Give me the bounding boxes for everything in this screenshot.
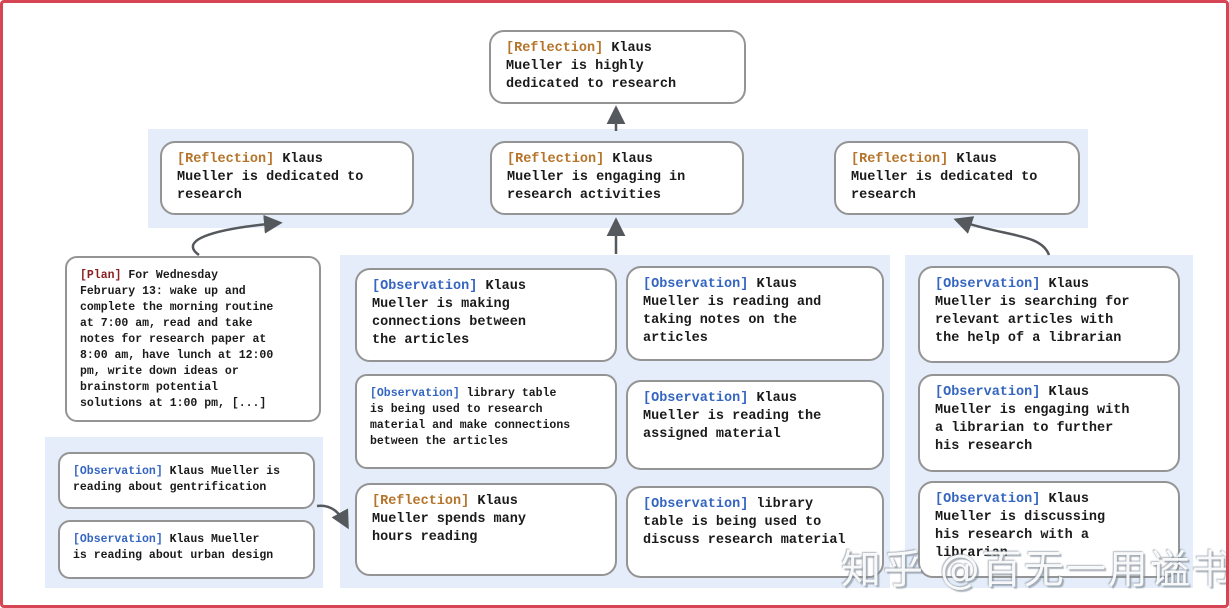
- node-text: Klaus Mueller is dedicated to research: [177, 152, 364, 204]
- observation-tag: [Observation]: [643, 497, 749, 512]
- observation-tag: [Observation]: [73, 465, 163, 478]
- observation-tag: [Observation]: [935, 492, 1041, 507]
- node-observation-assigned-material: [Observation] Klaus Mueller is reading t…: [626, 380, 884, 470]
- plan-tag: [Plan]: [80, 269, 122, 282]
- node-reflection-spends-hours-reading: [Reflection] Klaus Mueller spends many h…: [355, 483, 617, 576]
- node-text: library table is being used to research …: [370, 387, 571, 448]
- node-observation-library-table-research: [Observation] library table is being use…: [355, 374, 617, 469]
- node-text: Klaus Mueller is reading the assigned ma…: [643, 391, 822, 443]
- node-reflection-l2-left: [Reflection] Klaus Mueller is dedicated …: [160, 141, 414, 215]
- observation-tag: [Observation]: [935, 277, 1041, 292]
- node-observation-urban-design: [Observation] Klaus Mueller is reading a…: [58, 520, 315, 579]
- reflection-tag: [Reflection]: [177, 152, 275, 167]
- zhihu-watermark: 知乎 @百无一用谥书生: [841, 547, 1226, 593]
- node-observation-making-connections: [Observation] Klaus Mueller is making co…: [355, 268, 617, 362]
- node-reflection-l2-mid: [Reflection] Klaus Mueller is engaging i…: [490, 141, 744, 215]
- node-text: Klaus Mueller is reading about gentrific…: [73, 465, 281, 494]
- node-text: Klaus Mueller spends many hours reading: [372, 494, 526, 546]
- node-observation-library-table-discuss: [Observation] library table is being use…: [626, 486, 884, 578]
- reflection-tag: [Reflection]: [507, 152, 605, 167]
- observation-tag: [Observation]: [370, 387, 460, 400]
- node-plan: [Plan] For Wednesday February 13: wake u…: [65, 256, 321, 422]
- node-observation-taking-notes: [Observation] Klaus Mueller is reading a…: [626, 266, 884, 361]
- node-text: Klaus Mueller is engaging in research ac…: [507, 152, 686, 204]
- observation-tag: [Observation]: [643, 391, 749, 406]
- reflection-tag: [Reflection]: [506, 41, 604, 56]
- node-observation-discussing-librarian: [Observation] Klaus Mueller is discussin…: [918, 481, 1180, 578]
- node-text: For Wednesday February 13: wake up and c…: [80, 269, 274, 410]
- node-text: Klaus Mueller is engaging with a librari…: [935, 385, 1130, 455]
- node-text: Klaus Mueller is searching for relevant …: [935, 277, 1130, 347]
- reflection-tag: [Reflection]: [372, 494, 470, 509]
- observation-tag: [Observation]: [935, 385, 1041, 400]
- reflection-tag: [Reflection]: [851, 152, 949, 167]
- observation-tag: [Observation]: [643, 277, 749, 292]
- node-text: library table is being used to discuss r…: [643, 497, 846, 549]
- node-text: Klaus Mueller is discussing his research…: [935, 492, 1106, 562]
- node-reflection-root: [Reflection] Klaus Mueller is highly ded…: [489, 30, 746, 104]
- node-text: Klaus Mueller is reading and taking note…: [643, 277, 822, 347]
- node-observation-engaging-librarian: [Observation] Klaus Mueller is engaging …: [918, 374, 1180, 472]
- node-text: Klaus Mueller is highly dedicated to res…: [506, 41, 677, 93]
- node-observation-gentrification: [Observation] Klaus Mueller is reading a…: [58, 452, 315, 509]
- node-reflection-l2-right: [Reflection] Klaus Mueller is dedicated …: [834, 141, 1080, 215]
- node-observation-searching-articles: [Observation] Klaus Mueller is searching…: [918, 266, 1180, 363]
- node-text: Klaus Mueller is reading about urban des…: [73, 533, 274, 562]
- node-text: Klaus Mueller is dedicated to research: [851, 152, 1038, 204]
- observation-tag: [Observation]: [73, 533, 163, 546]
- node-text: Klaus Mueller is making connections betw…: [372, 279, 526, 349]
- observation-tag: [Observation]: [372, 279, 478, 294]
